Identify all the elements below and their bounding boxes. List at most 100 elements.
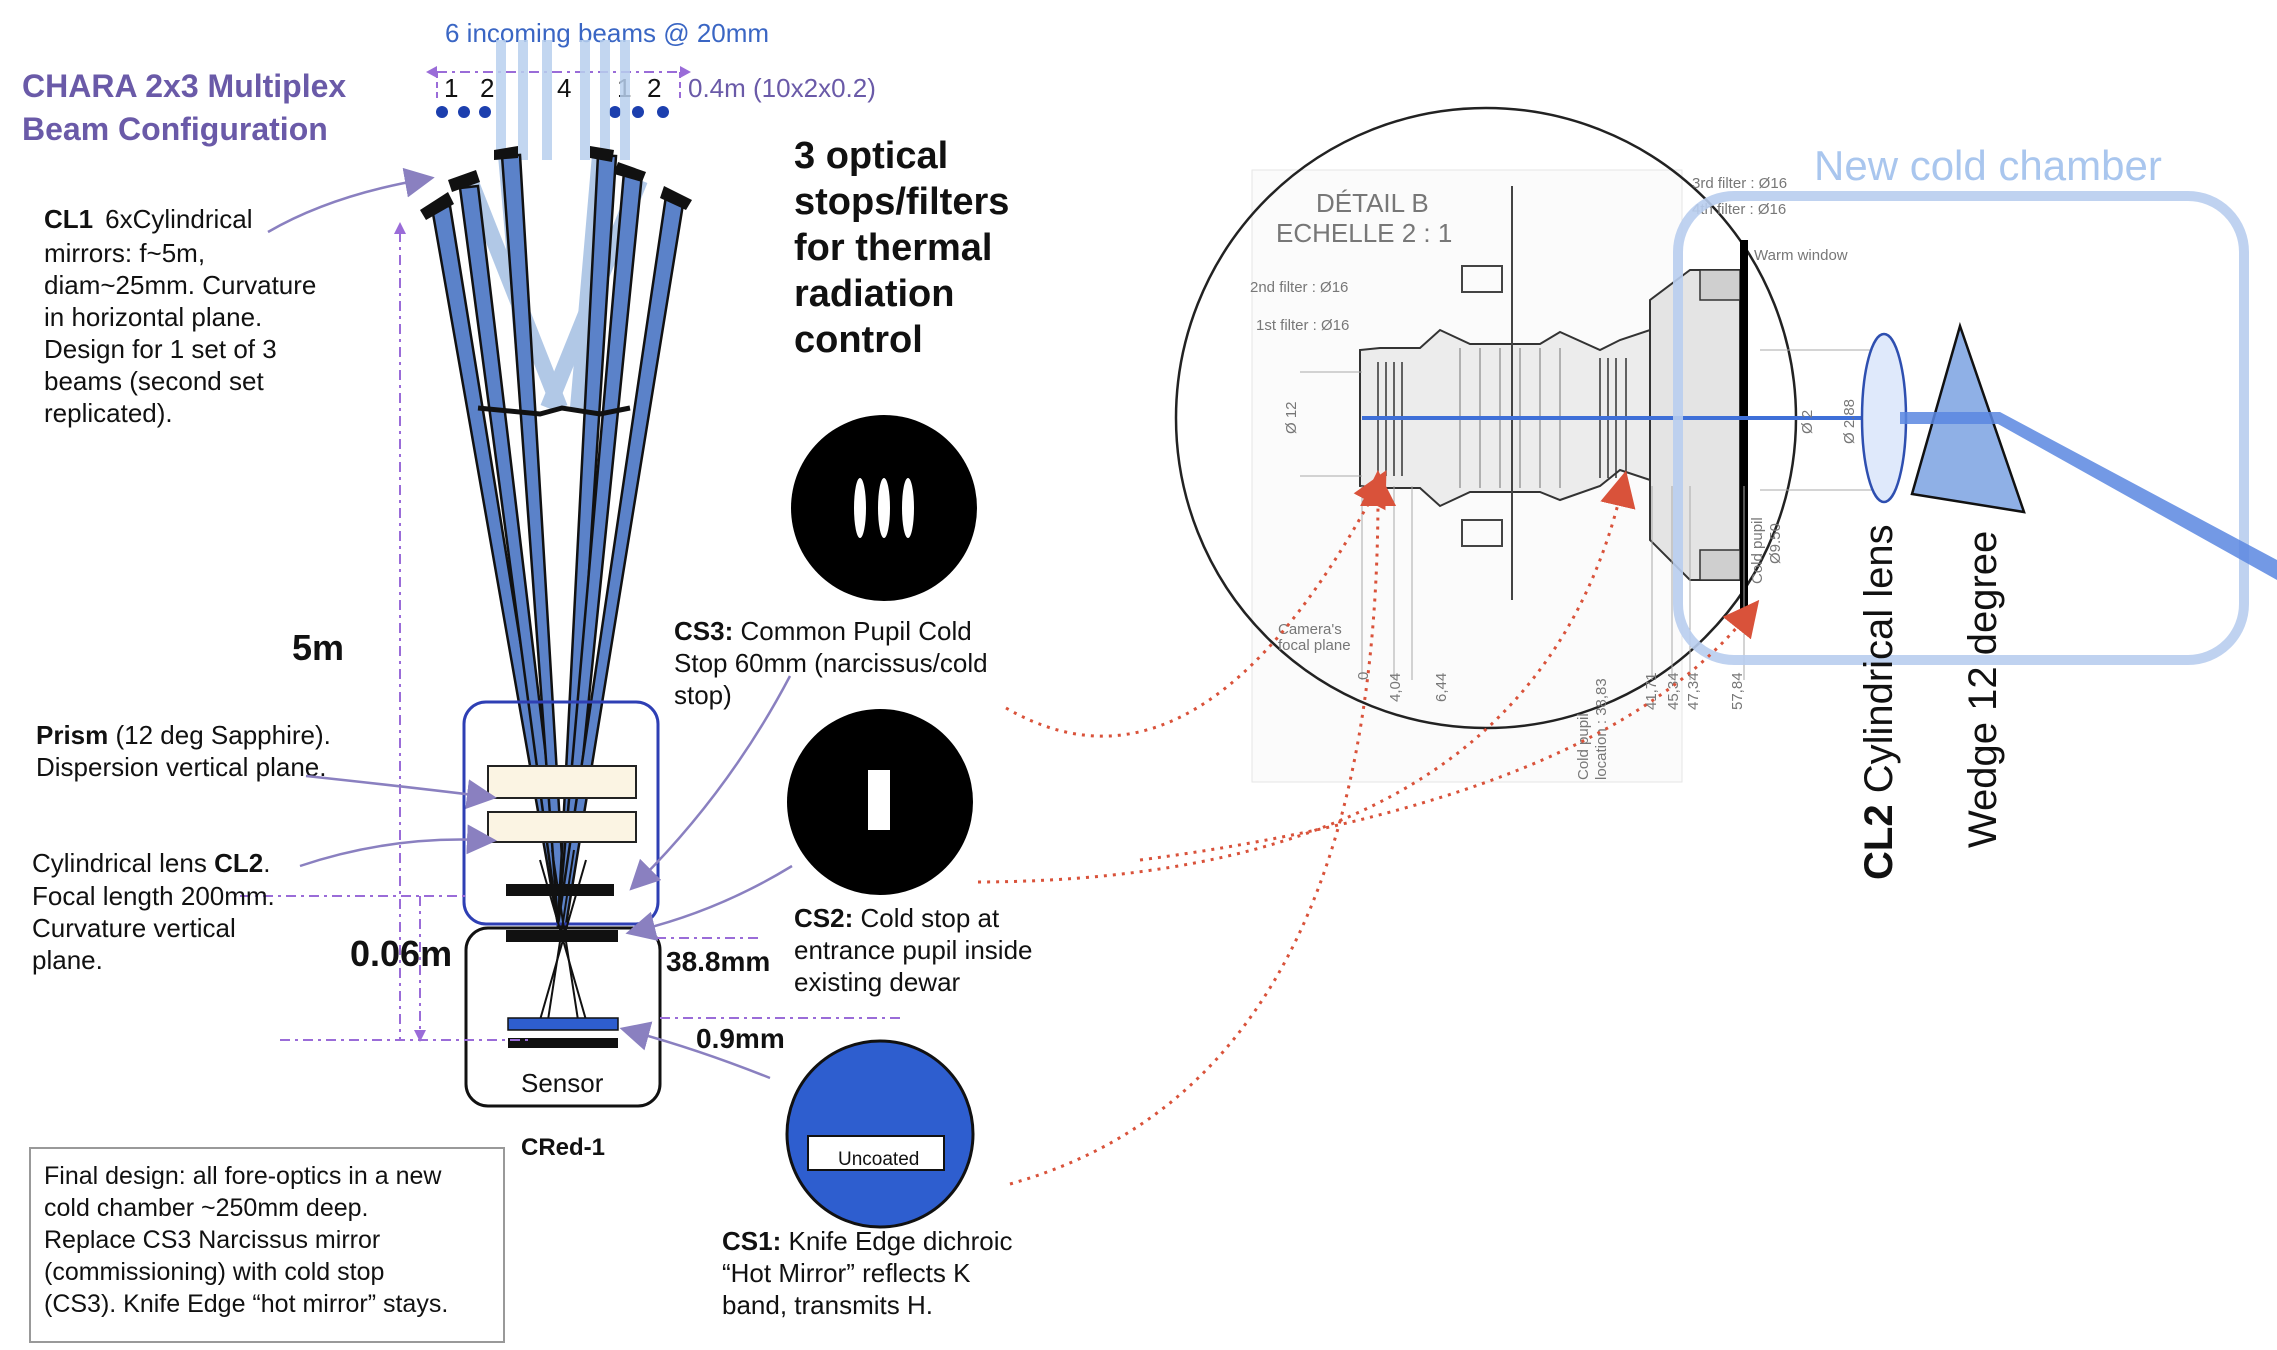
beam-number-1a: 1 [444, 73, 458, 103]
cs3-line1: CS3: Common Pupil Cold [674, 616, 972, 646]
config-title-line2: Beam Configuration [22, 111, 328, 147]
cs1-pointer [619, 1021, 771, 1080]
cl1-line7: replicated). [44, 398, 173, 428]
cl2-note-line1: Cylindrical lens CL2. [32, 848, 270, 878]
sensor-label: Sensor [521, 1068, 604, 1098]
prism-element-1 [487, 765, 637, 799]
cs1-line3: band, transmits H. [722, 1290, 933, 1320]
focal-plane-line1: Camera's [1278, 621, 1342, 638]
cs1-line2: “Hot Mirror” reflects K [722, 1258, 971, 1288]
five-m-guide [394, 222, 406, 1040]
cold-pupil-label-line2: Ø9.50 [1767, 523, 1784, 564]
cl2-note-line3: Curvature vertical [32, 913, 236, 943]
cs2-line2: entrance pupil inside [794, 935, 1033, 965]
beam-dots [436, 106, 669, 118]
prism-note-line2: Dispersion vertical plane. [36, 752, 326, 782]
cs1-line1: CS1: Knife Edge dichroic [722, 1226, 1013, 1256]
cl1-pointer [267, 167, 435, 234]
cs2-pointer [625, 864, 793, 941]
distance-0-9mm: 0.9mm [696, 1023, 785, 1054]
detail-drawing [1174, 106, 1900, 783]
final-design-line5: (CS3). Knife Edge “hot mirror” stays. [44, 1290, 448, 1318]
cs2-stop-bar [506, 930, 618, 942]
cl2-pointer [299, 824, 497, 868]
red-connectors [977, 470, 1760, 1186]
dia2-label: Ø 2 [1799, 410, 1816, 434]
focal-plane-line2: focal plane [1278, 637, 1351, 654]
dimension-guides [240, 895, 900, 1041]
cs3-disk [791, 415, 977, 601]
dim-0: 0 [1355, 672, 1372, 680]
spacing-label: 0.4m (10x2x0.2) [688, 73, 876, 103]
prism-element-2 [487, 811, 637, 843]
filter-1st-label: 1st filter : Ø16 [1256, 317, 1349, 334]
five-m-label: 5m [292, 627, 344, 668]
cl1-line3: diam~25mm. Curvature [44, 270, 316, 300]
prism-pointer [305, 774, 497, 810]
cl1-line4: in horizontal plane. [44, 302, 262, 332]
prism-note-line1: Prism (12 deg Sapphire). [36, 720, 331, 750]
cs3-pointer [629, 675, 792, 891]
beam-number-2a: 2 [480, 73, 494, 103]
cs1-dichroic-bar [507, 1017, 619, 1031]
cl2-note-line4: plane. [32, 945, 103, 975]
stops-title-line4: radiation [794, 273, 954, 315]
cold-pupil-location-line2: location : 38,83 [1593, 678, 1610, 780]
detail-title: DÉTAIL B [1316, 188, 1429, 218]
stops-title-line5: control [794, 319, 923, 361]
cold-pupil-location-line1: Cold pupil [1575, 713, 1592, 780]
dim-41-71: 41,71 [1643, 672, 1660, 710]
cred-label: CRed-1 [521, 1134, 605, 1161]
cs1-uncoated-label: Uncoated [838, 1149, 919, 1170]
light-beams-fan [430, 153, 686, 927]
cl2-lens-label: CL2 Cylindrical lens [1857, 524, 1901, 880]
cold-pupil-label-line1: Cold pupil [1749, 517, 1766, 584]
cold-chamber-title: New cold chamber [1814, 142, 2162, 189]
final-design-line2: cold chamber ~250mm deep. [44, 1194, 369, 1222]
detail-scale: ECHELLE 2 : 1 [1276, 218, 1452, 248]
cl1-line2: mirrors: f~5m, [44, 238, 205, 268]
cl1-line5: Design for 1 set of 3 [44, 334, 277, 364]
dim-45-34: 45,34 [1665, 672, 1682, 710]
stops-title-line3: for thermal [794, 227, 992, 269]
cs1-disk [785, 1039, 975, 1229]
filter-4th-label: 4th filter : Ø16 [1692, 201, 1786, 218]
wedge-label: Wedge 12 degree [1961, 531, 2005, 848]
cl1-mirrors [420, 146, 692, 220]
cl1-line6: beams (second set [44, 366, 264, 396]
new-chamber-box [462, 700, 660, 926]
cs3-stop-bar [506, 884, 614, 896]
dia288-label: Ø 2.88 [1841, 399, 1858, 444]
filter-2nd-label: 2nd filter : Ø16 [1250, 279, 1348, 296]
dim-4-04: 4,04 [1387, 673, 1404, 702]
sensor-bar [508, 1038, 618, 1048]
dim-57-84: 57,84 [1729, 672, 1746, 710]
filter-3rd-label: 3rd filter : Ø16 [1692, 175, 1787, 192]
cs2-disk [787, 709, 973, 895]
cs3-line3: stop) [674, 680, 732, 710]
cs2-line1: CS2: Cold stop at [794, 903, 1000, 933]
distance-38-8mm: 38.8mm [666, 946, 770, 977]
beam-number-2b: 2 [647, 73, 661, 103]
cl2-lens [1860, 332, 1908, 504]
stops-title-line2: stops/filters [794, 181, 1009, 223]
cold-chamber-outline [1673, 191, 2249, 665]
stops-title-line1: 3 optical [794, 135, 948, 177]
final-design-line4: (commissioning) with cold stop [44, 1258, 384, 1286]
beam-number-4: 4 [557, 73, 571, 103]
final-design-line1: Final design: all fore-optics in a new [44, 1162, 442, 1190]
final-design-line3: Replace CS3 Narcissus mirror [44, 1226, 380, 1254]
cs3-line2: Stop 60mm (narcissus/cold [674, 648, 988, 678]
config-title-line1: CHARA 2x3 Multiplex [22, 68, 346, 104]
cl2-note-line2: Focal length 200mm. [32, 881, 275, 911]
final-design-box [29, 1147, 505, 1343]
warm-window-label: Warm window [1754, 247, 1848, 264]
incoming-beams [496, 40, 630, 160]
distance-0-06m: 0.06m [350, 933, 452, 974]
dim-47-34: 47,34 [1685, 672, 1702, 710]
cs2-line3: existing dewar [794, 967, 961, 997]
spacing-bracket [426, 66, 691, 100]
dim-6-44: 6,44 [1433, 673, 1450, 702]
